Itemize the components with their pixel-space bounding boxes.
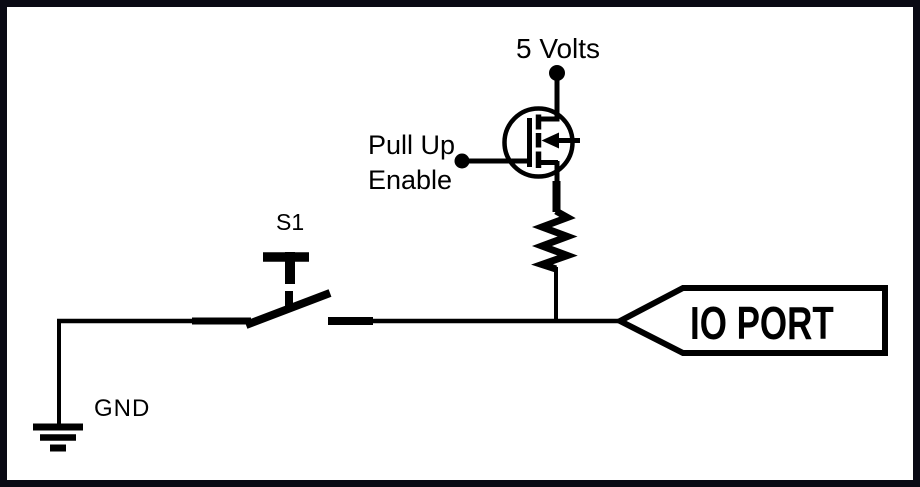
- supply-node-dot: [549, 65, 565, 81]
- mosfet-symbol: [502, 106, 580, 184]
- resistor-symbol: [531, 181, 578, 273]
- resistor-zigzag: [531, 207, 578, 273]
- pushbutton-switch-symbol: [192, 252, 373, 329]
- pull-up-enable-label-line1: Pull Up: [368, 130, 455, 160]
- io-port-tag-outline: [613, 285, 888, 356]
- switch-lever: [244, 289, 332, 329]
- io-port-tag: IO PORT: [613, 285, 888, 356]
- io-port-label: IO PORT: [690, 297, 834, 349]
- mosfet-body-arrow-icon: [541, 132, 559, 149]
- ground-symbol: [33, 423, 83, 452]
- switch-ref-label: S1: [276, 209, 304, 235]
- pull-up-enable-node-dot: [454, 153, 470, 169]
- pull-up-enable-label-line2: Enable: [368, 165, 452, 195]
- supply-label: 5 Volts: [516, 33, 600, 64]
- ground-label: GND: [94, 395, 150, 422]
